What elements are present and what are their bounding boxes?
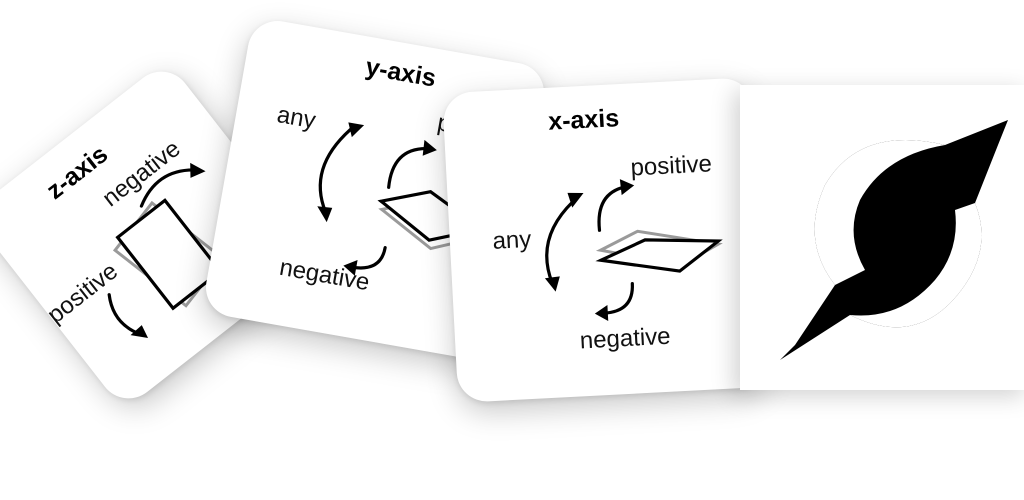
y-axis-any-label: any: [275, 101, 318, 134]
y-axis-positive-arrow-icon: [387, 139, 437, 189]
logo-panel: G: [740, 85, 1024, 390]
x-axis-any-label: any: [492, 226, 532, 255]
x-axis-tilted-card-icon: [595, 229, 723, 273]
x-axis-positive-arrow-icon: [597, 179, 635, 232]
x-axis-negative-arrow-icon: [594, 282, 634, 321]
z-axis-tilted-card-icon: [112, 198, 226, 311]
y-axis-negative-arrow-icon: [343, 246, 387, 276]
y-axis-title: y-axis: [363, 53, 438, 93]
x-axis-negative-label: negative: [579, 323, 671, 355]
swirl-g-logo-icon: G: [780, 120, 1008, 360]
z-axis-positive-arrow-icon: [107, 293, 149, 338]
z-axis-negative-arrow-icon: [139, 162, 206, 208]
x-axis-positive-label: positive: [630, 150, 713, 181]
x-axis-any-arrow-icon: [544, 192, 584, 292]
y-axis-any-arrow-icon: [317, 122, 365, 223]
x-axis-card: x-axis positive any negative: [442, 77, 768, 403]
x-axis-title: x-axis: [548, 104, 620, 136]
z-axis-positive-label: positive: [42, 258, 123, 329]
x-axis-diagram: x-axis positive any negative: [492, 104, 723, 355]
